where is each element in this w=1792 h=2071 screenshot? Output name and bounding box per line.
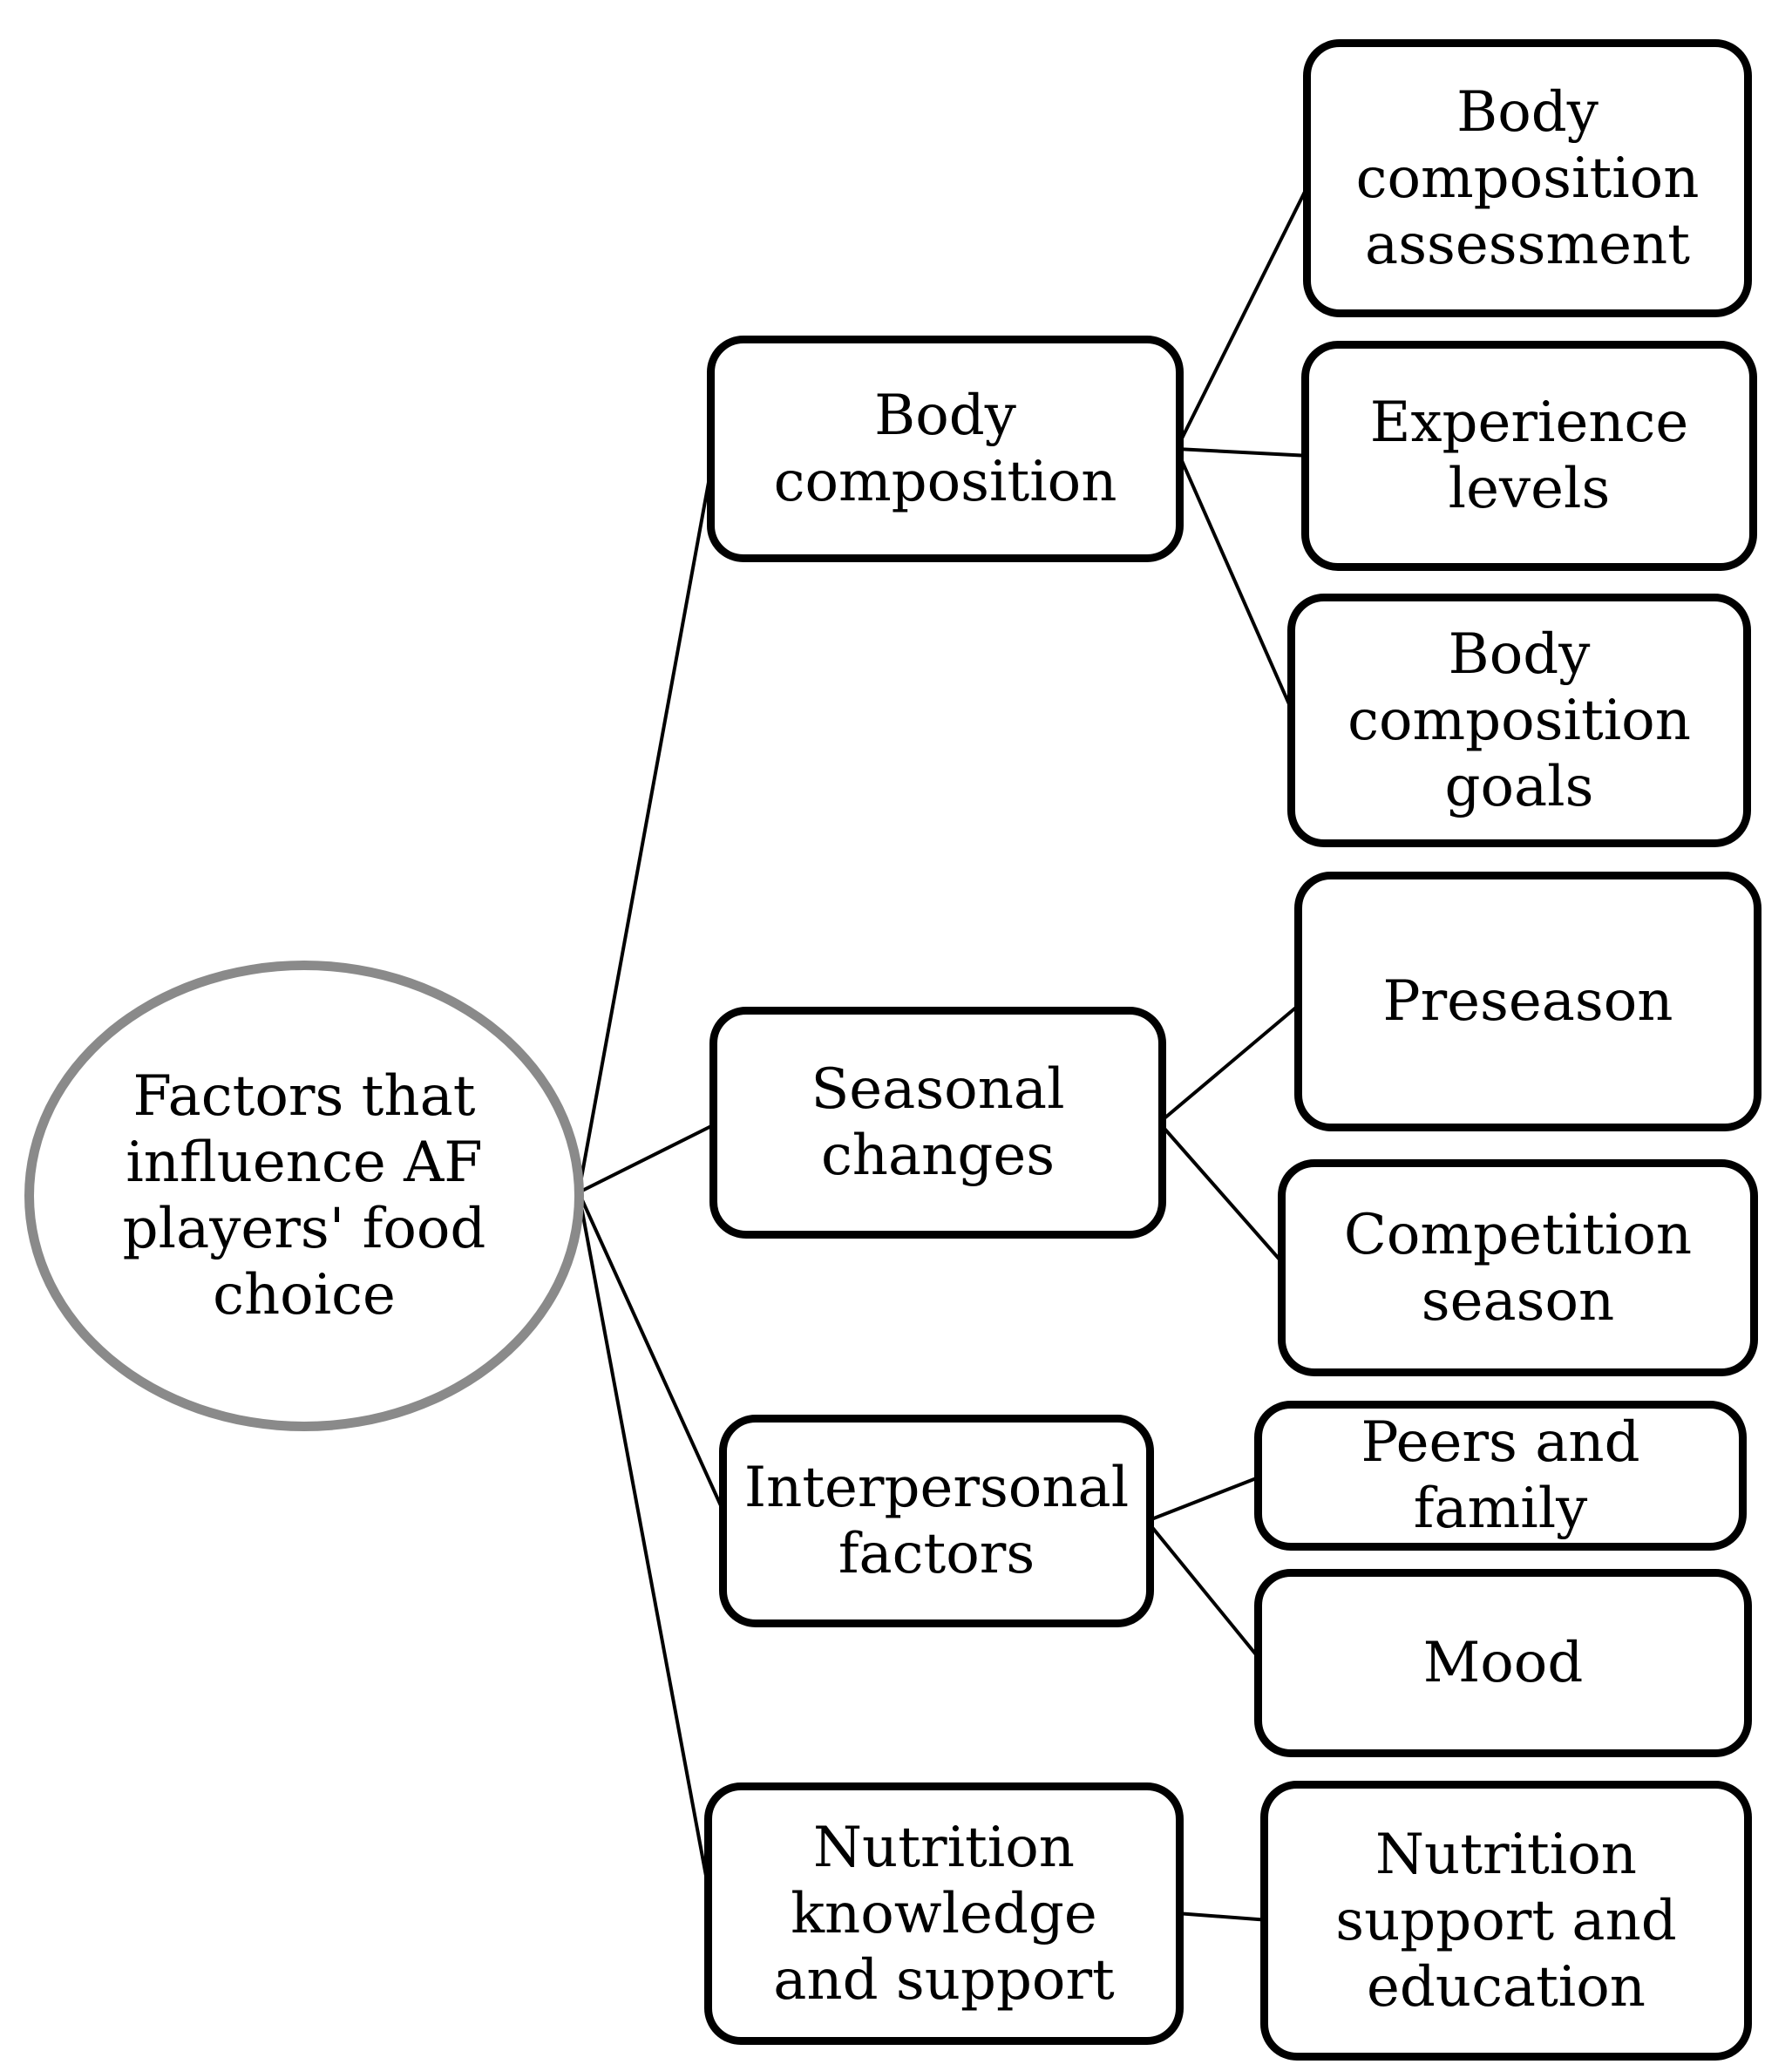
connector-seasonal-changes-to-preseason [1157,1000,1305,1124]
leaf-preseason: Preseason [1294,872,1761,1131]
connector-root-to-nutrition-knowledge [577,1192,715,1914]
branch-seasonal-changes: Seasonal changes [709,1007,1166,1239]
connector-root-to-seasonal-changes [578,1121,719,1194]
branch-body-composition: Body composition [707,336,1184,562]
leaf-peers-and-family: Peers and family [1254,1401,1747,1551]
leaf-mood: Mood [1254,1569,1752,1757]
connector-body-composition-to-experience-levels [1176,447,1311,458]
branch-nutrition-knowledge-support: Nutrition knowledge and support [704,1782,1184,2045]
connector-body-composition-to-assessment [1175,177,1313,450]
connector-root-to-interpersonal-factors [577,1192,730,1522]
connector-body-composition-to-goals [1175,448,1298,721]
leaf-nutrition-support-education: Nutrition support and education [1260,1781,1752,2061]
connector-seasonal-changes-to-competition-season [1157,1121,1288,1269]
leaf-competition-season: Competition season [1278,1159,1758,1376]
connector-nutrition-knowledge-to-support-education [1176,1911,1270,1922]
connector-root-to-body-composition [577,448,716,1193]
branch-interpersonal-factors: Interpersonal factors [719,1415,1154,1627]
connector-interpersonal-to-peers-family [1146,1474,1264,1523]
connector-interpersonal-to-mood [1145,1519,1265,1665]
leaf-body-composition-assessment: Body composition assessment [1303,39,1752,317]
leaf-experience-levels: Experience levels [1301,341,1757,571]
leaf-body-composition-goals: Body composition goals [1287,594,1751,847]
root-node-factors: Factors that influence AF players' food … [24,961,584,1431]
